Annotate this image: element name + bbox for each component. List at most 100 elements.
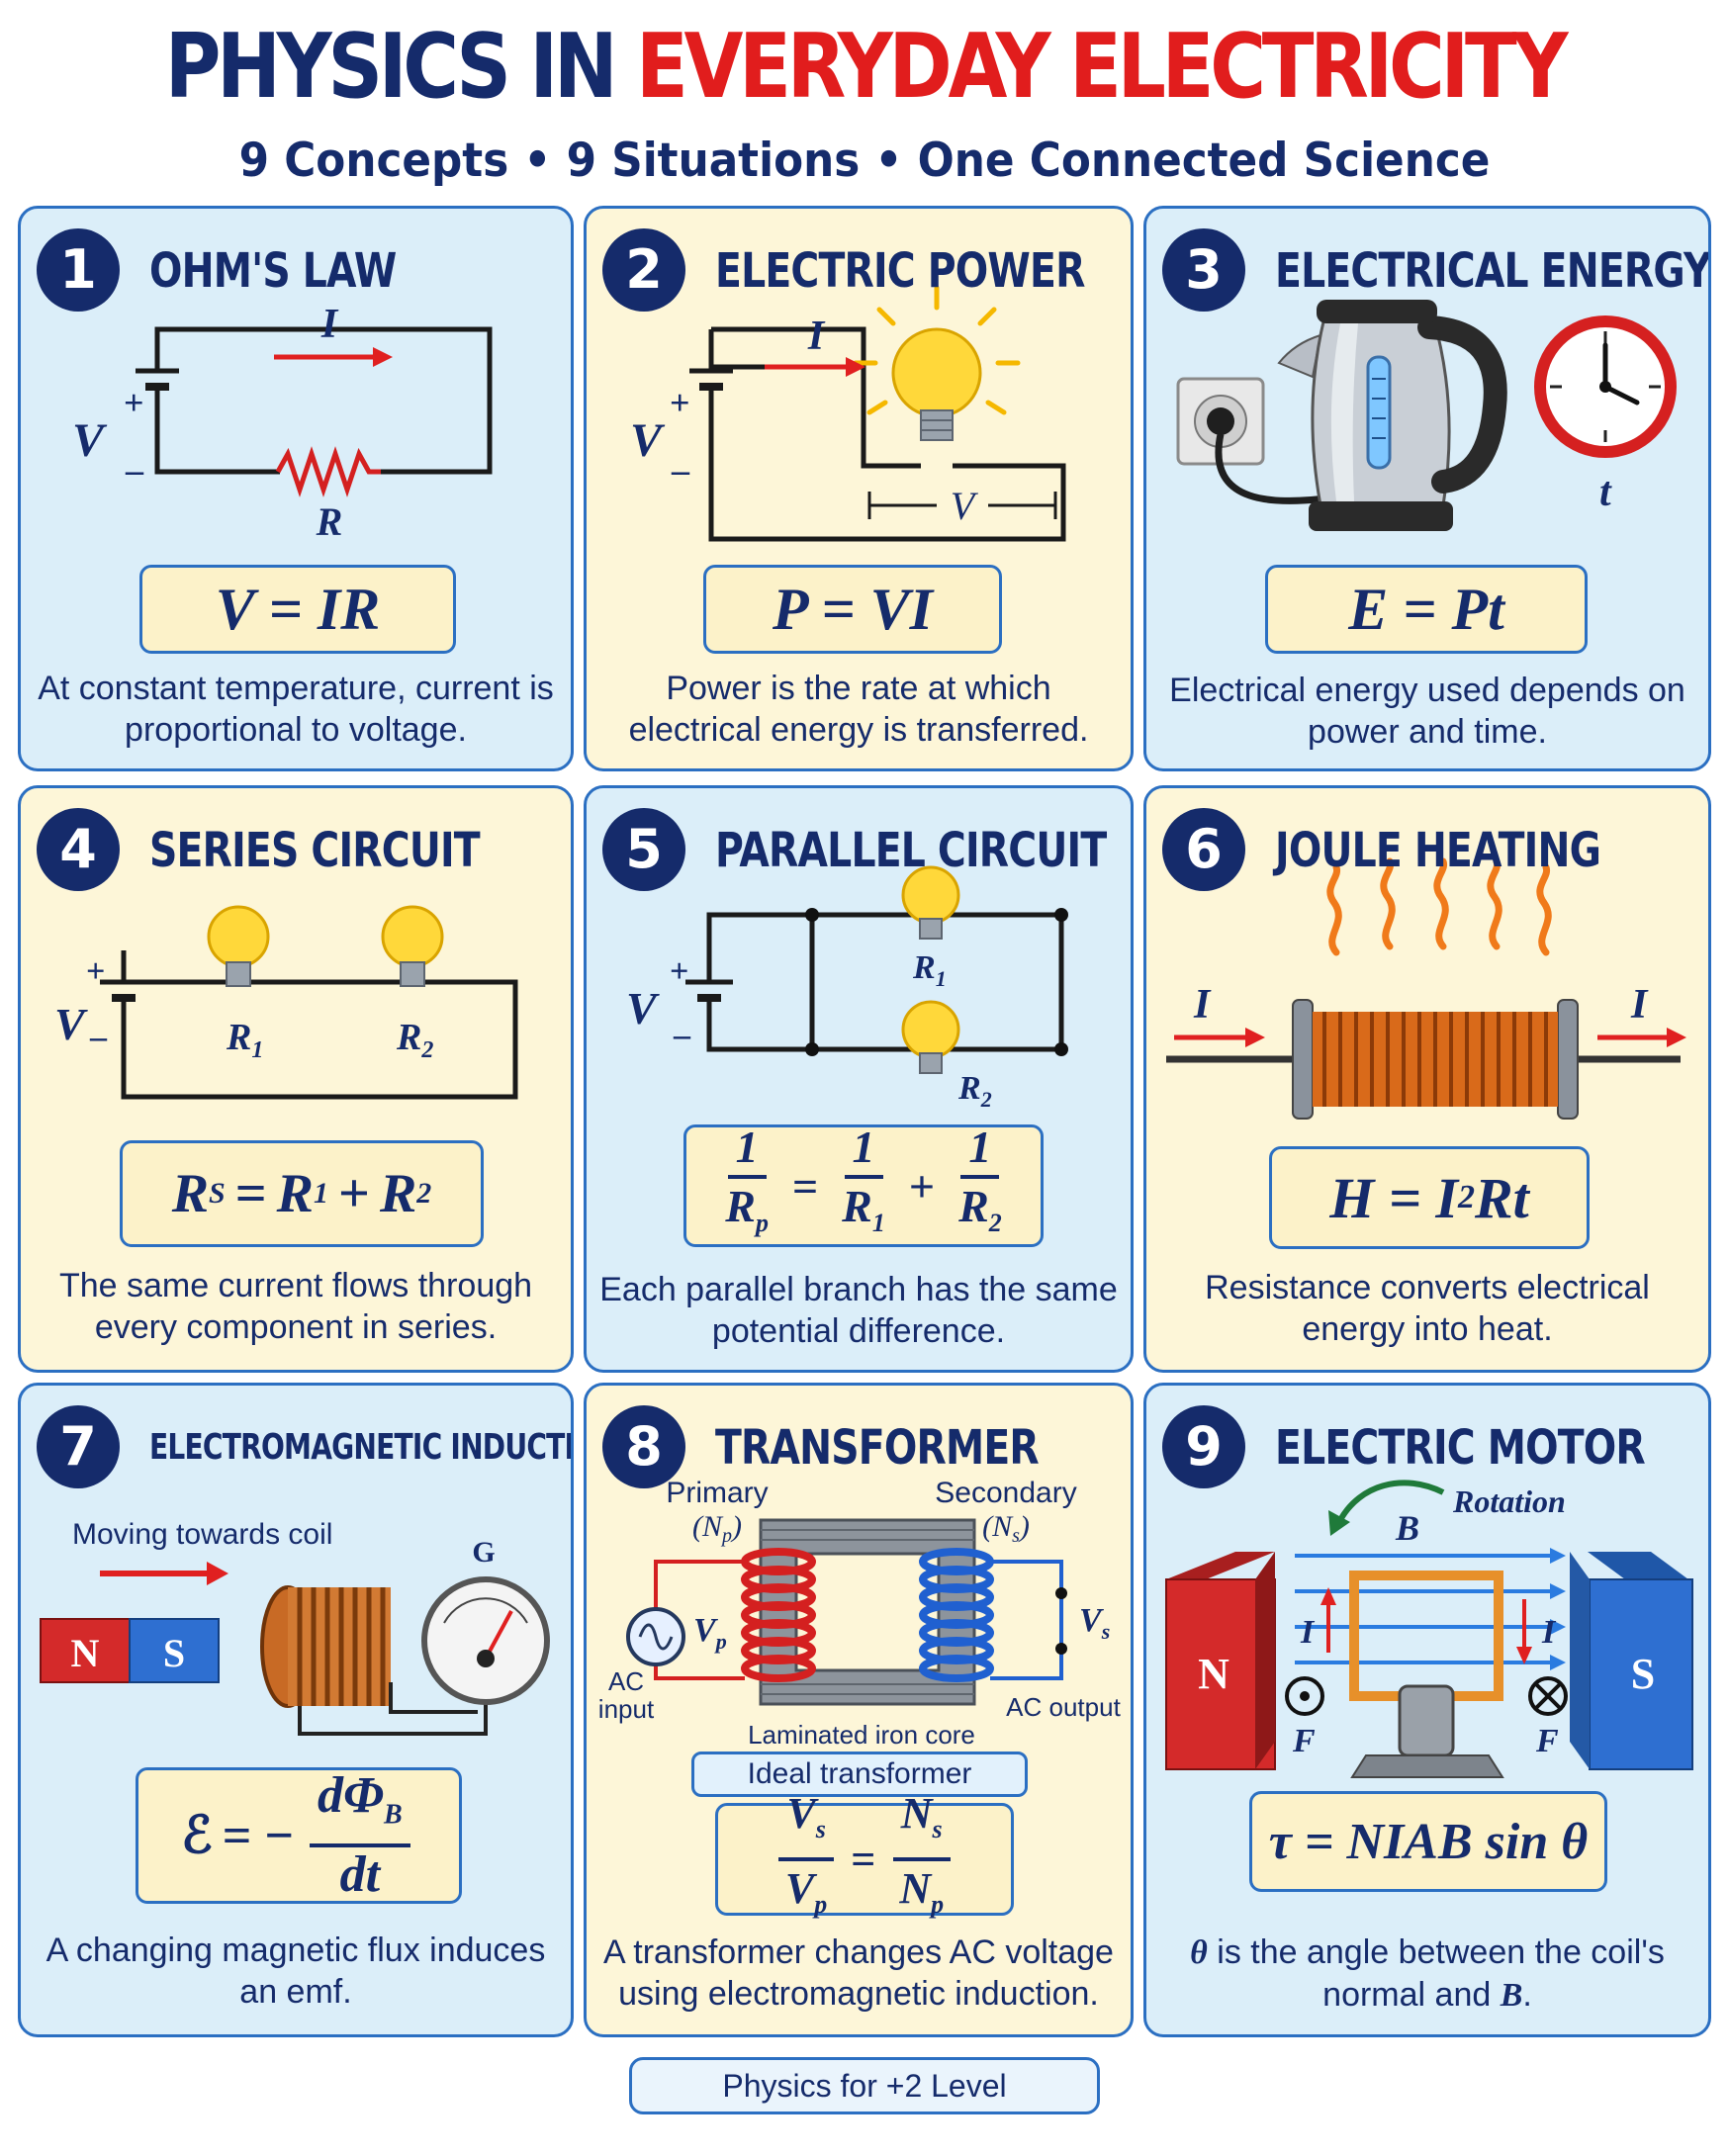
parallel-label-v: V bbox=[626, 983, 660, 1033]
formula-box: τ = NIAB sin θ bbox=[1249, 1791, 1607, 1892]
heat-waves-icon bbox=[1326, 857, 1552, 956]
force-in-icon bbox=[1528, 1676, 1568, 1716]
ohm-plus: + bbox=[124, 383, 144, 422]
panel-title: ELECTRIC POWER bbox=[715, 243, 1085, 299]
transformer-core-label: Laminated iron core bbox=[748, 1720, 975, 1750]
panel-title: JOULE HEATING bbox=[1275, 823, 1601, 878]
panel-number: 8 bbox=[602, 1405, 685, 1488]
transformer-ac-input-2: input bbox=[598, 1694, 655, 1724]
power-minus: – bbox=[671, 450, 690, 490]
bar-magnet-icon: N S bbox=[40, 1618, 220, 1683]
panel-description: A transformer changes AC voltage using e… bbox=[603, 1933, 1114, 2013]
series-minus: – bbox=[89, 1019, 108, 1055]
formula-box: P = VI bbox=[703, 565, 1002, 654]
panel-electric-motor: Rotation B N S I I bbox=[1143, 1383, 1711, 2037]
panel-description: θ is the angle between the coil's normal… bbox=[1190, 1933, 1665, 2014]
induction-diagram: Moving towards coil N S G bbox=[40, 1518, 550, 1736]
transformer-ns-label: (Ns) bbox=[982, 1510, 1030, 1547]
panel-transformer: Primary (Np) Secondary (Ns) Vp Vs AC inp… bbox=[584, 1383, 1134, 2037]
parallel-circuit-diagram: R1 R2 V + – bbox=[626, 865, 1068, 1112]
transformer-primary-label: Primary bbox=[666, 1477, 768, 1509]
panel-ohms-law: I R V + – 1 OHM'S LAW V = IR At constant… bbox=[18, 206, 574, 771]
motor-rotation-label: Rotation bbox=[1452, 1483, 1566, 1519]
panel-description: Each parallel branch has the same potent… bbox=[599, 1271, 1118, 1350]
panel-electrical-energy: t 3 ELECTRICAL ENERGY E = Pt Electrical … bbox=[1143, 206, 1711, 771]
panel-description: At constant temperature, current is prop… bbox=[38, 670, 554, 749]
panel-number: 7 bbox=[37, 1405, 120, 1488]
motor-label-i-left: I bbox=[1300, 1614, 1316, 1651]
series-label-v: V bbox=[54, 999, 88, 1049]
panel-title: SERIES CIRCUIT bbox=[149, 823, 481, 878]
ohms-law-circuit-diagram: I R V + – bbox=[72, 302, 493, 544]
panel-number: 3 bbox=[1162, 228, 1245, 312]
panel-title: OHM'S LAW bbox=[149, 243, 397, 299]
commutator-icon bbox=[1350, 1684, 1504, 1778]
transformer-vs-label: Vs bbox=[1079, 1602, 1110, 1644]
panel-electromagnetic-induction: Moving towards coil N S G 7 ELECTROMAGNE… bbox=[18, 1383, 574, 2037]
series-circuit-diagram: R1 R2 V + – bbox=[54, 905, 518, 1100]
iron-core-icon bbox=[759, 1518, 976, 1706]
power-label-vdrop: V bbox=[951, 484, 979, 528]
panel-description: A changing magnetic flux induces an emf. bbox=[46, 1931, 546, 2011]
electrical-energy-diagram: t bbox=[1176, 300, 1677, 531]
svg-text:N: N bbox=[71, 1631, 100, 1675]
panel-number: 4 bbox=[37, 808, 120, 891]
secondary-coil-icon bbox=[919, 1548, 994, 1682]
lightbulb-icon bbox=[853, 285, 1021, 441]
panel-number: 1 bbox=[37, 228, 120, 312]
main-title: PHYSICS IN EVERYDAY ELECTRICITY bbox=[121, 8, 1607, 127]
parallel-plus: + bbox=[670, 953, 688, 990]
panel-number: 6 bbox=[1162, 808, 1245, 891]
force-out-icon bbox=[1285, 1676, 1324, 1716]
panel-title: PARALLEL CIRCUIT bbox=[715, 823, 1107, 878]
title-part-1: PHYSICS IN bbox=[164, 15, 618, 119]
panel-title: ELECTRICAL ENERGY bbox=[1275, 243, 1711, 299]
panel-description: Power is the rate at which electrical en… bbox=[628, 670, 1089, 749]
kettle-icon bbox=[1277, 300, 1507, 531]
electric-power-circuit-diagram: I V V + – bbox=[630, 285, 1066, 542]
formula-box: V = IR bbox=[139, 565, 456, 654]
series-label-r1: R1 bbox=[226, 1017, 263, 1063]
panel-title: ELECTROMAGNETIC INDUCTION bbox=[149, 1427, 574, 1468]
primary-coil-icon bbox=[741, 1548, 816, 1682]
ohm-label-i: I bbox=[320, 302, 339, 347]
power-plus: + bbox=[670, 383, 690, 422]
lightbulb-icon bbox=[381, 905, 444, 987]
galvanometer-icon bbox=[421, 1576, 550, 1705]
panel-number: 2 bbox=[602, 228, 685, 312]
ohm-minus: – bbox=[125, 450, 144, 490]
panel-number: 9 bbox=[1162, 1405, 1245, 1488]
parallel-label-r1: R1 bbox=[912, 949, 947, 991]
subtitle: 9 Concepts • 9 Situations • One Connecte… bbox=[238, 134, 1491, 188]
joule-label-i-right: I bbox=[1630, 982, 1649, 1028]
lightbulb-icon bbox=[901, 1000, 960, 1074]
lightbulb-icon bbox=[207, 905, 270, 987]
power-label-i: I bbox=[807, 314, 826, 359]
lightbulb-icon bbox=[901, 865, 960, 940]
svg-text:N: N bbox=[1198, 1650, 1229, 1698]
clock-icon bbox=[1534, 315, 1677, 458]
induction-label-g: G bbox=[472, 1536, 495, 1569]
power-label-v: V bbox=[630, 414, 666, 467]
transformer-ac-output: AC output bbox=[1006, 1692, 1121, 1722]
svg-text:S: S bbox=[163, 1631, 185, 1675]
ac-source-icon bbox=[626, 1607, 685, 1666]
magnet-n-icon: N bbox=[1165, 1552, 1276, 1770]
motor-label-f-right: F bbox=[1535, 1723, 1559, 1759]
panel-description: Electrical energy used depends on power … bbox=[1169, 672, 1685, 751]
ohm-label-v: V bbox=[72, 414, 108, 467]
joule-heating-diagram: I I bbox=[1166, 857, 1686, 1120]
formula-box: E = Pt bbox=[1265, 565, 1588, 654]
transformer-vp-label: Vp bbox=[693, 1612, 727, 1654]
parallel-label-r2: R2 bbox=[957, 1070, 992, 1112]
ideal-transformer-tag: Ideal transformer bbox=[691, 1752, 1028, 1797]
panel-title: ELECTRIC MOTOR bbox=[1275, 1420, 1646, 1476]
footer-badge: Physics for +2 Level bbox=[629, 2057, 1100, 2114]
motor-label-f-left: F bbox=[1292, 1723, 1316, 1759]
transformer-ac-input-1: AC bbox=[608, 1666, 644, 1696]
